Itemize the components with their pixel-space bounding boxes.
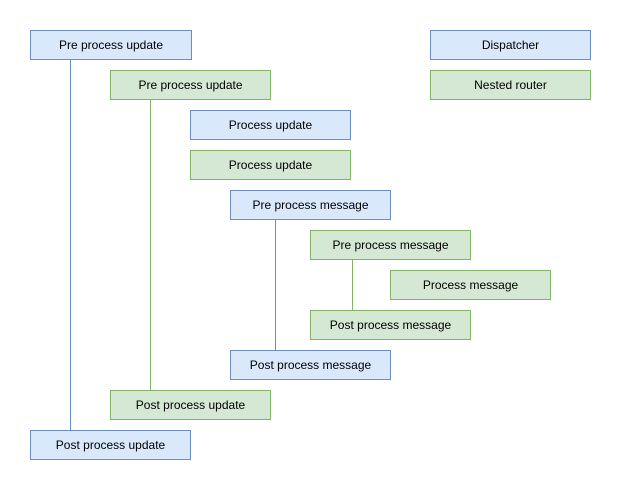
- node-pre-process-message-dispatcher[interactable]: Pre process message: [230, 190, 391, 220]
- edge-pre-process-update-to-post-process-update: [70, 60, 71, 430]
- node-process-message-router[interactable]: Process message: [390, 270, 551, 300]
- node-post-process-message-dispatcher[interactable]: Post process message: [230, 350, 391, 380]
- edge-pre-process-message-to-post-process-message: [275, 220, 276, 350]
- node-label: Pre process update: [58, 37, 164, 52]
- legend-item-dispatcher[interactable]: Dispatcher: [430, 30, 591, 60]
- node-process-update-router[interactable]: Process update: [190, 150, 351, 180]
- node-pre-process-message-router[interactable]: Pre process message: [310, 230, 471, 260]
- legend-item-nested-router[interactable]: Nested router: [430, 70, 591, 100]
- edge-router-pre-process-message-to-post-process-message: [352, 260, 353, 310]
- node-label: Pre process update: [138, 77, 243, 92]
- node-process-update-dispatcher[interactable]: Process update: [190, 110, 351, 140]
- node-post-process-update-dispatcher[interactable]: Post process update: [30, 430, 191, 460]
- node-label: Process update: [228, 157, 313, 172]
- legend-label: Nested router: [474, 78, 547, 92]
- node-label: Pre process message: [252, 197, 369, 212]
- node-label: Process update: [228, 117, 313, 132]
- node-label: Process message: [422, 277, 519, 292]
- node-label: Post process update: [55, 437, 166, 452]
- edge-router-pre-process-update-to-post-process-update: [150, 100, 151, 390]
- node-label: Pre process message: [332, 237, 449, 252]
- node-label: Post process message: [329, 317, 452, 332]
- node-pre-process-update-router[interactable]: Pre process update: [110, 70, 271, 100]
- node-post-process-message-router[interactable]: Post process message: [310, 310, 471, 340]
- node-label: Post process update: [135, 397, 246, 412]
- node-label: Post process message: [249, 357, 372, 372]
- legend-label: Dispatcher: [481, 38, 540, 52]
- node-pre-process-update-dispatcher[interactable]: Pre process update: [30, 30, 192, 60]
- node-post-process-update-router[interactable]: Post process update: [110, 390, 271, 420]
